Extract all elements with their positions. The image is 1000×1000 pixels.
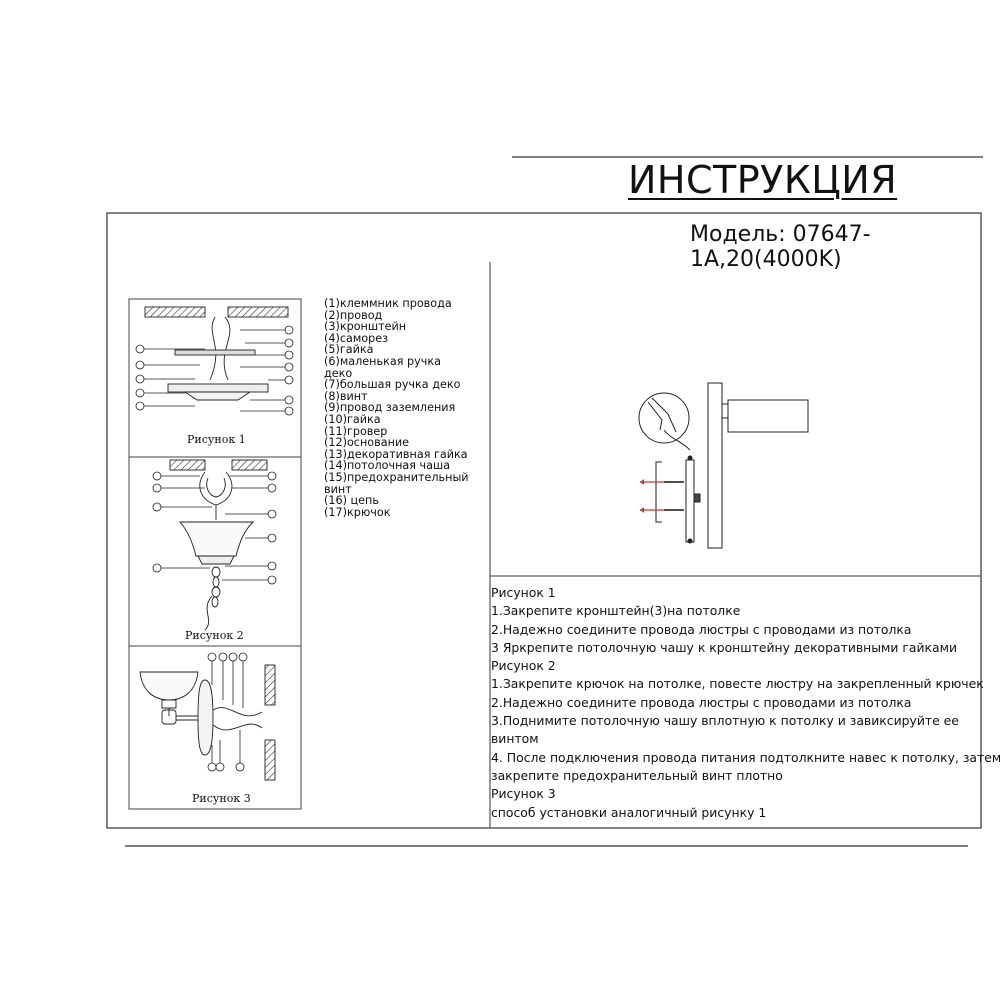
figure-2-diagram (152, 459, 277, 631)
legend-item: (7)большая ручка деко (324, 378, 461, 392)
figures-panel (128, 298, 302, 810)
legend-item: (3)кронштейн (324, 320, 407, 334)
page-title: ИНСТРУКЦИЯ (628, 158, 898, 202)
instruction-line: закрепите предохранительный винт плотно (491, 767, 783, 783)
instruction-line: способ установки аналогичный рисунку 1 (491, 804, 767, 820)
legend-item: (6)маленькая ручка (324, 354, 441, 368)
figure-1-diagram (135, 306, 294, 416)
figure-1-label: Рисунок 1 (187, 433, 246, 446)
instruction-line: Рисунок 1 (491, 585, 556, 600)
legend-item: (2)провод (324, 308, 383, 322)
instruction-line: 3.Поднимите потолочную чашу вплотную к п… (491, 713, 959, 729)
instruction-line: 1.Закрепите крючок на потолке, повесте л… (491, 676, 984, 692)
screw-arrows (640, 479, 684, 513)
legend-item: деко (324, 366, 353, 380)
instruction-line: Рисунок 3 (491, 786, 556, 802)
instruction-line: 3 Яркрепите потолочную чашу к кронштейну… (491, 639, 958, 655)
instruction-line: 1.Закрепите кронштейн(3)на потолке (491, 603, 741, 619)
legend-item: (11)гровер (324, 424, 388, 438)
legend-item: (17)крючок (324, 505, 391, 519)
model-number: Модель: 07647-1А,20(4000K) (690, 222, 871, 272)
instruction-line: Рисунок 2 (491, 658, 556, 674)
legend-item: (15)предохранительный (324, 470, 469, 484)
outer-border (106, 212, 982, 829)
instruction-line: 2.Надежно соедините провода люстры с про… (491, 694, 912, 710)
figure-3-diagram (139, 652, 276, 781)
legend-item: (13)декоративная гайка (324, 447, 468, 461)
legend-item: винт (324, 482, 352, 496)
legend-item: (10)гайка (324, 412, 381, 426)
legend-item: (12)основание (324, 436, 410, 450)
instruction-line: 4. После подключения провода питания под… (491, 749, 1000, 765)
legend-item: (16) цепь (324, 494, 379, 508)
parts-legend: (1)клеммник провода (2)провод (3)кронште… (324, 298, 469, 518)
installation-instructions: Рисунок 1 1.Закрепите кронштейн(3)на пот… (491, 584, 1000, 822)
instruction-line: 2.Надежно соедините провода люстры с про… (491, 621, 912, 637)
legend-item: (4)саморез (324, 331, 389, 345)
instruction-line: винтом (491, 731, 539, 747)
figure-3-label: Рисунок 3 (192, 792, 251, 805)
legend-item: (14)потолочная чаша (324, 459, 451, 473)
wall-lamp-diagram (638, 382, 809, 549)
legend-item: (1)клеммник провода (324, 297, 452, 310)
figure-2-label: Рисунок 2 (185, 629, 244, 642)
legend-item: (5)гайка (324, 343, 374, 357)
legend-item: (8)винт (324, 389, 368, 403)
legend-item: (9)провод заземления (324, 401, 456, 415)
